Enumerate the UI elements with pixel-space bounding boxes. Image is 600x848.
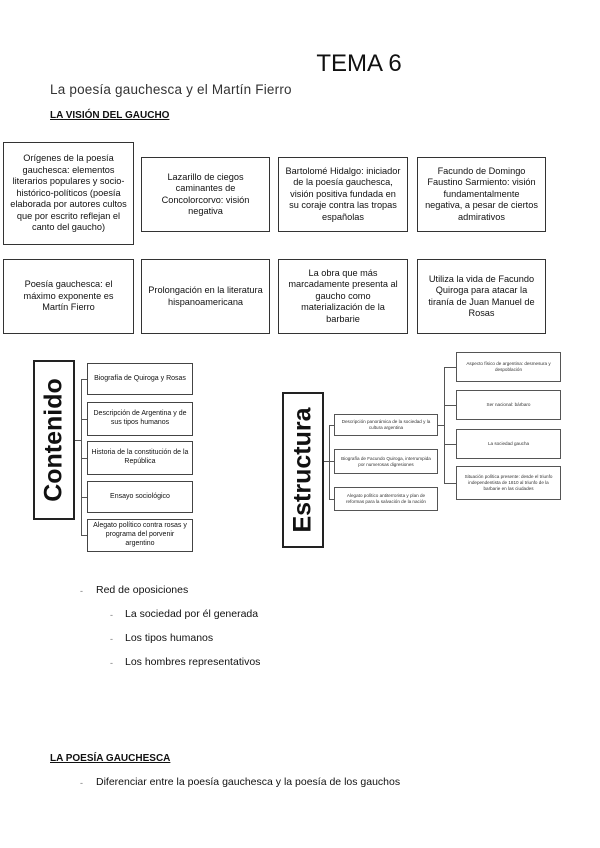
bullet-dash: - bbox=[110, 634, 113, 644]
estructura-box: Estructura bbox=[282, 392, 324, 548]
contenido-item-alegato: Alegato político contra rosas y programa… bbox=[87, 519, 193, 552]
connector bbox=[444, 367, 456, 368]
estructura-subpart-aspecto: Aspecto físico de argentina: desmesura y… bbox=[456, 352, 561, 382]
connector bbox=[329, 425, 334, 426]
page-title: TEMA 6 bbox=[316, 50, 402, 77]
bullet-tipos: Los tipos humanos bbox=[125, 632, 214, 644]
connector bbox=[75, 440, 81, 441]
bullet-sociedad: La sociedad por él generada bbox=[125, 608, 259, 620]
connector bbox=[329, 425, 330, 499]
concept-box-hidalgo: Bartolomé Hidalgo: iniciador de la poesí… bbox=[278, 157, 408, 232]
contenido-item-historia: Historia de la constitución de la Repúbl… bbox=[87, 441, 193, 475]
estructura-subpart-sociedad: La sociedad gaucha bbox=[456, 429, 561, 459]
connector bbox=[81, 379, 87, 380]
bullet-dash: - bbox=[110, 658, 113, 668]
connector bbox=[81, 458, 87, 459]
contenido-item-descripcion: Descripción de Argentina y de sus tipos … bbox=[87, 402, 193, 436]
connector bbox=[438, 425, 444, 426]
connector bbox=[81, 535, 87, 536]
bullet-dash: - bbox=[110, 610, 113, 620]
concept-box-lazarillo: Lazarillo de ciegos caminantes de Concol… bbox=[141, 157, 270, 232]
bullet-red-oposiciones: Red de oposiciones bbox=[96, 584, 189, 596]
section-heading-poesia: LA POESÍA GAUCHESCA bbox=[50, 753, 171, 764]
connector bbox=[444, 367, 445, 483]
connector bbox=[81, 497, 87, 498]
connector bbox=[444, 444, 456, 445]
connector bbox=[81, 419, 87, 420]
connector bbox=[444, 405, 456, 406]
estructura-part-descripcion: Descripción panorámica de la sociedad y … bbox=[334, 414, 438, 436]
concept-box-quiroga: Utiliza la vida de Facundo Quiroga para … bbox=[417, 259, 546, 334]
connector bbox=[444, 483, 456, 484]
connector bbox=[329, 499, 334, 500]
concept-box-facundo: Facundo de Domingo Faustino Sarmiento: v… bbox=[417, 157, 546, 232]
concept-box-prolongacion: Prolongación en la literatura hispanoame… bbox=[141, 259, 270, 334]
connector bbox=[81, 379, 82, 535]
bullet-dash: - bbox=[80, 586, 83, 596]
connector bbox=[329, 461, 334, 462]
contenido-box: Contenido bbox=[33, 360, 75, 520]
connector bbox=[324, 461, 329, 462]
contenido-item-biografia: Biografía de Quiroga y Rosas bbox=[87, 363, 193, 395]
concept-box-barbarie: La obra que más marcadamente presenta al… bbox=[278, 259, 408, 334]
concept-box-poesia: Poesía gauchesca: el máximo exponente es… bbox=[3, 259, 134, 334]
contenido-label: Contenido bbox=[39, 378, 68, 502]
bullet-hombres: Los hombres representativos bbox=[125, 656, 261, 668]
bullet-diferenciar: Diferenciar entre la poesía gauchesca y … bbox=[96, 776, 401, 788]
estructura-subpart-situacion: Situación política presente: desde el tr… bbox=[456, 466, 561, 500]
estructura-label: Estructura bbox=[288, 407, 317, 533]
section-heading-vision: LA VISIÓN DEL GAUCHO bbox=[50, 110, 170, 121]
estructura-subpart-ser-nacional: Ser nacional: bárbaro bbox=[456, 390, 561, 420]
estructura-part-alegato: Alegato político antiterrorista y plan d… bbox=[334, 487, 438, 511]
contenido-item-ensayo: Ensayo sociológico bbox=[87, 481, 193, 513]
estructura-part-biografia: Biografía de Facundo Quiroga, interrumpi… bbox=[334, 449, 438, 474]
page-subtitle: La poesía gauchesca y el Martín Fierro bbox=[50, 82, 292, 97]
concept-box-origenes: Orígenes de la poesía gauchesca: element… bbox=[3, 142, 134, 245]
bullet-dash: - bbox=[80, 778, 83, 788]
